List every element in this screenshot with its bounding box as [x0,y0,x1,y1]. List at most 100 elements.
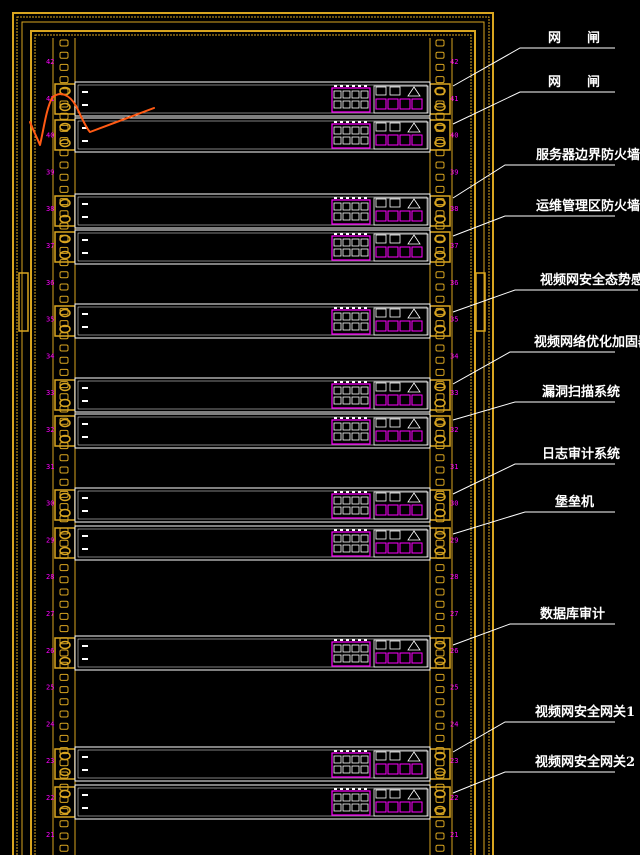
device-label: 网 闸 [548,74,600,90]
device-stack [54,81,451,820]
rail-hole [435,283,445,291]
rail-hole [59,478,69,486]
unit-number-right: 23 [450,757,458,765]
rail-hole [435,320,445,328]
unit-number-left: 21 [46,831,54,839]
rail-hole [59,185,69,193]
rail-hole [435,503,445,511]
rail-hole [435,686,445,694]
unit-number-right: 28 [450,573,458,581]
rail-hole [435,600,445,608]
unit-number-right: 26 [450,647,458,655]
rail-hole [59,673,69,681]
rail-hole [435,39,445,47]
leader-line [452,289,638,313]
rail-hole [59,795,69,803]
rail-hole [59,844,69,852]
unit-number-left: 34 [46,352,54,360]
rail-hole [59,39,69,47]
rail-hole [435,295,445,303]
leader-line [452,351,615,385]
rail-hole [435,747,445,755]
rail-hole [435,759,445,767]
unit-number-right: 35 [450,316,458,324]
rail-hole [435,368,445,376]
rail-hole [435,173,445,181]
rail-hole [435,246,445,254]
rail-hole [435,734,445,742]
rail-hole [435,344,445,352]
rail-hole [59,588,69,596]
rail-hole [59,503,69,511]
rail-hole [435,564,445,572]
unit-number-right: 36 [450,279,458,287]
rack-device [54,117,451,153]
annotation-scribble [29,93,155,146]
unit-number-right: 31 [450,463,458,471]
unit-number-right: 25 [450,684,458,692]
unit-number-left: 27 [46,610,54,618]
rail-hole [59,832,69,840]
rail-hole [435,271,445,279]
leader-line [452,463,615,495]
rail-hole [435,576,445,584]
rail-hole [435,722,445,730]
rail-hole [435,588,445,596]
leader-line [452,623,615,646]
rail-hole [59,734,69,742]
rack-device [54,525,451,561]
rail-hole [435,161,445,169]
device-label: 视频网安全网关1 [535,704,635,720]
unit-number-left: 41 [46,95,54,103]
unit-number-left: 26 [46,647,54,655]
rail-hole [435,112,445,120]
unit-number-right: 39 [450,168,458,176]
rail-hole [435,356,445,364]
device-label: 视频网安全网关2 [535,754,635,770]
rack-device [54,487,451,523]
rack-device [54,193,451,229]
rail-hole [435,539,445,547]
unit-number-right: 40 [450,132,458,140]
rack-device [54,635,451,671]
rail-hole [435,185,445,193]
unit-number-right: 41 [450,95,458,103]
rail-hole [59,686,69,694]
rail-hole [59,210,69,218]
rail-hole [435,625,445,633]
rail-hole [435,51,445,59]
device-label: 堡垒机 [555,494,594,510]
unit-number-right: 24 [450,720,458,728]
rack-device [54,413,451,449]
rail-hole [59,246,69,254]
rail-hole [59,295,69,303]
leader-line [452,47,615,87]
unit-number-left: 31 [46,463,54,471]
rail-hole [435,832,445,840]
rail-hole [435,844,445,852]
rail-hole [59,600,69,608]
rail-hole [59,344,69,352]
rail-hole [59,112,69,120]
unit-number-left: 25 [46,684,54,692]
rail-hole [59,698,69,706]
unit-number-right: 27 [450,610,458,618]
unit-number-right: 37 [450,242,458,250]
unit-number-right: 34 [450,352,458,360]
unit-number-left: 28 [46,573,54,581]
rail-hole [435,820,445,828]
rail-hole [59,722,69,730]
rail-hole [59,625,69,633]
rack-device [54,746,451,782]
unit-number-left: 32 [46,426,54,434]
unit-number-right: 30 [450,500,458,508]
unit-number-left: 24 [46,720,54,728]
device-label: 日志审计系统 [542,446,620,462]
rail-hole [435,76,445,84]
rail-hole [59,368,69,376]
rail-hole [59,564,69,572]
rail-hole [435,210,445,218]
rail-hole [435,710,445,718]
